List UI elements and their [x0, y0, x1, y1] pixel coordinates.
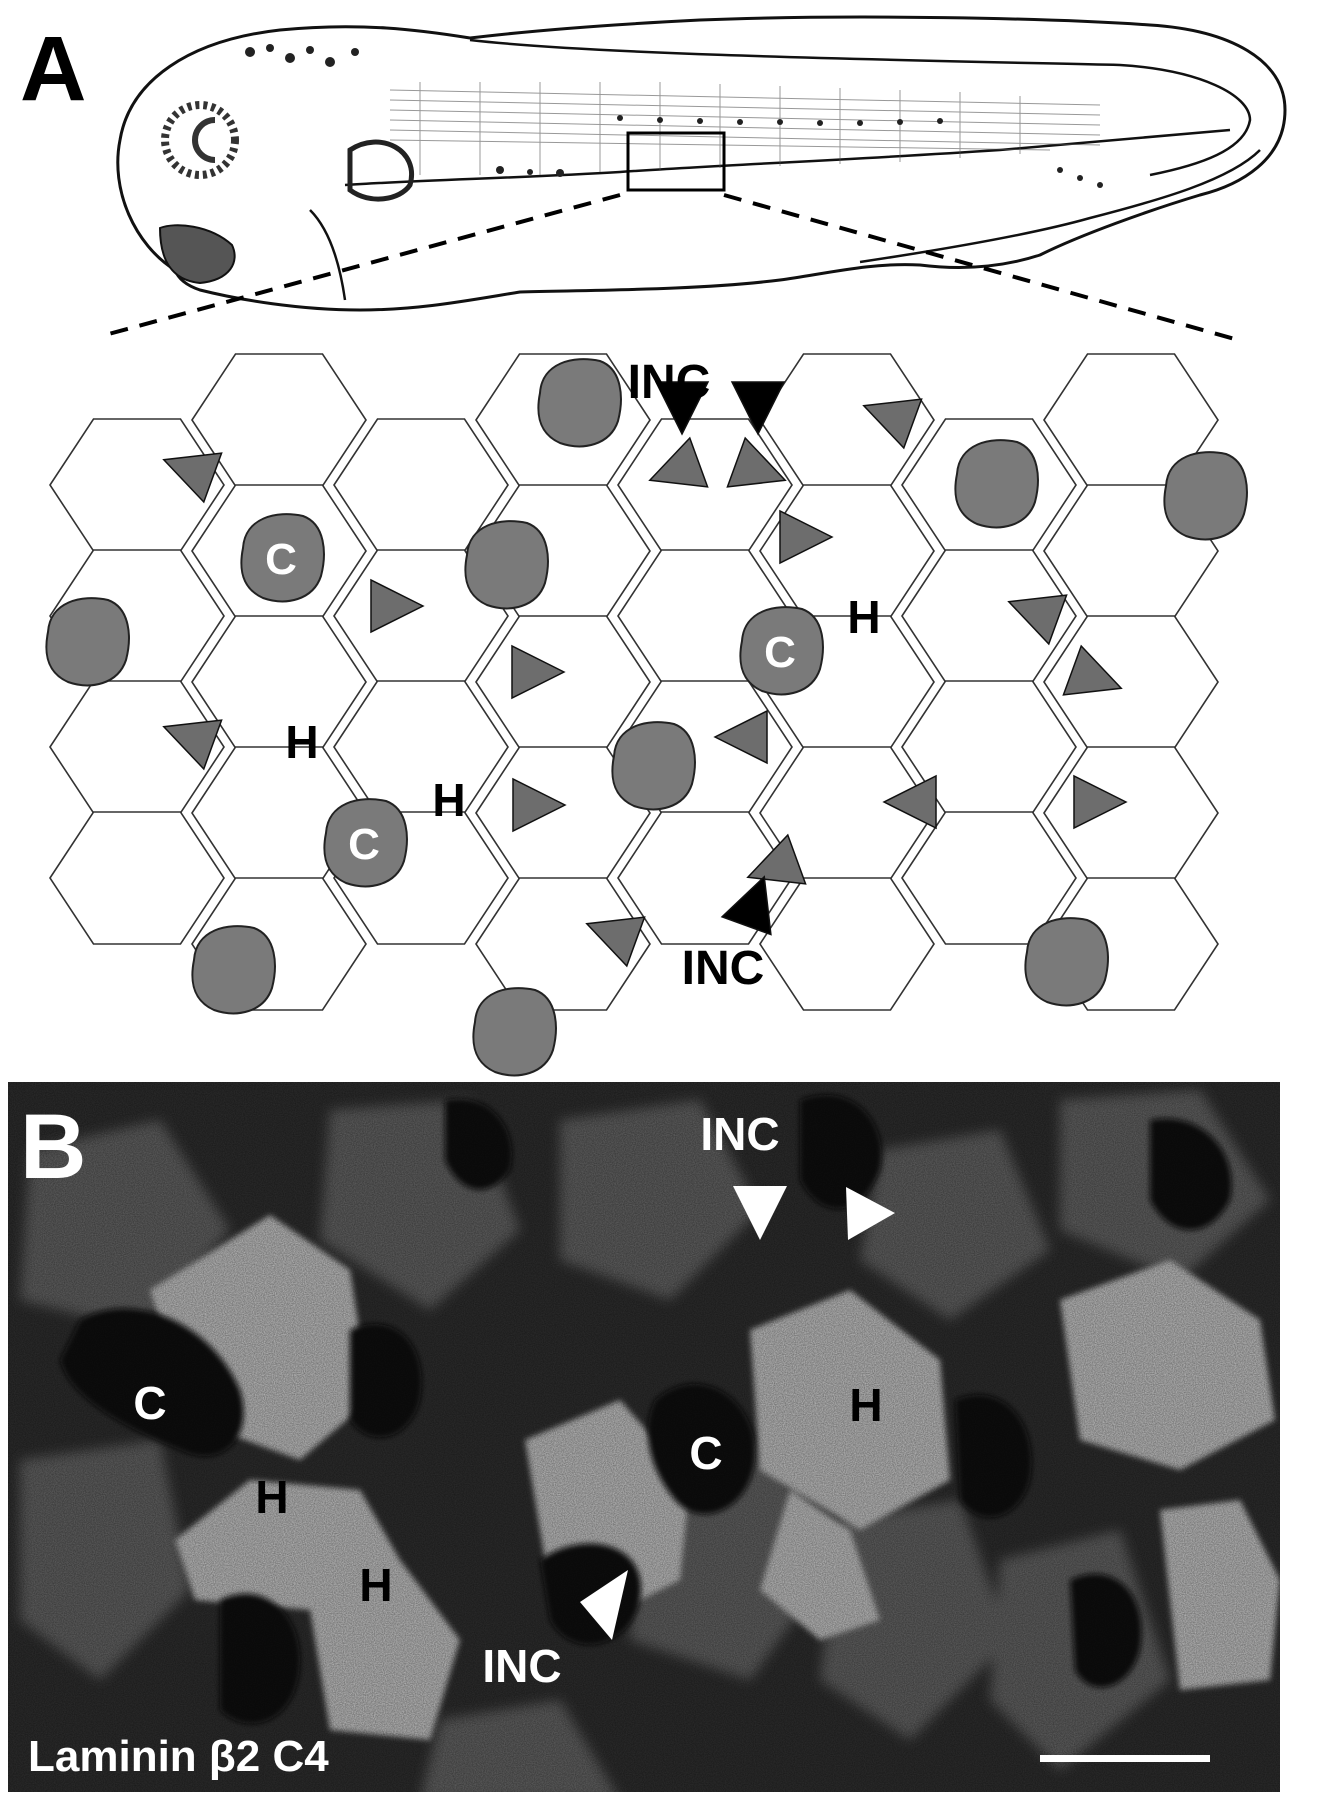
gray-arrowhead-icon [512, 777, 567, 833]
h-label-a1: H [847, 591, 880, 643]
scale-bar [1040, 1755, 1210, 1762]
gray-arrowhead-icon [585, 916, 646, 968]
tail-fin-lower [859, 149, 1261, 264]
gray-arrowhead-icon [370, 578, 425, 634]
ciliated-cell [611, 721, 696, 811]
c-label-a: C [265, 535, 297, 584]
gray-arrowhead-icon [1073, 774, 1128, 830]
black-arrowhead-icon [654, 381, 710, 436]
panel-b: B INC INC C C H H H Laminin β2 C4 [8, 1082, 1280, 1792]
gray-arrowhead-icon [713, 709, 768, 765]
gray-arrowhead-icon [1062, 644, 1123, 696]
c-label-b2: C [689, 1427, 722, 1479]
hexagon-cell [475, 615, 651, 749]
gray-arrowhead-icon [1007, 594, 1068, 646]
tail-fin-inner [469, 38, 1252, 177]
ciliated-cell [240, 513, 325, 603]
gray-arrowhead-icon [779, 509, 834, 565]
gut-line [309, 209, 347, 301]
tadpole-outline [116, 15, 1287, 312]
body-line [344, 128, 1231, 187]
gray-arrowhead-icon [162, 719, 223, 771]
tadpole-shading [389, 82, 1101, 175]
gray-arrowhead-icon [882, 774, 937, 830]
gray-arrowhead-icon [648, 436, 709, 488]
gray-arrowhead-icon [862, 398, 923, 450]
hexagon-cell [759, 877, 935, 1011]
ciliated-cell [323, 798, 408, 888]
hexagon-cell [1043, 746, 1219, 880]
zoom-box [626, 131, 726, 192]
ciliated-cell [954, 439, 1039, 529]
stain-label: Laminin β2 C4 [28, 1732, 329, 1781]
eye-icon [161, 101, 239, 179]
tadpole-pigment [245, 44, 1103, 188]
h-label-b2: H [255, 1471, 288, 1523]
hexagon-cell [333, 680, 509, 814]
black-arrowhead-icon [720, 875, 772, 936]
inc-label-top: INC [628, 356, 711, 409]
h-label-b1: H [849, 1379, 882, 1431]
ciliated-cell [1024, 917, 1109, 1007]
c-label-a: C [348, 820, 380, 869]
ciliated-cell [45, 597, 130, 687]
black-arrowhead-icon [730, 381, 786, 436]
h-label-a2: H [285, 716, 318, 768]
cell-layer: C C C [45, 358, 1248, 1077]
ciliated-cell [739, 606, 824, 696]
ciliated-cell [537, 358, 622, 448]
arrowhead-layer [162, 381, 1128, 968]
tadpole-drawing [116, 15, 1287, 312]
heart-outline [347, 139, 415, 202]
white-arrowhead-icon [733, 1186, 787, 1240]
hexagon-cell [901, 811, 1077, 945]
hexagon-cell [49, 811, 225, 945]
inc-label-bottom: INC [682, 942, 765, 995]
inc-label-b-top: INC [700, 1108, 779, 1160]
h-label-b3: H [359, 1559, 392, 1611]
ciliated-cell [191, 925, 276, 1015]
cement-gland [158, 224, 236, 285]
white-arrowhead-icon [580, 1570, 628, 1640]
micrograph-grain [8, 1082, 1280, 1792]
h-label-a3: H [432, 774, 465, 826]
panel-a: A [20, 15, 1287, 1077]
c-label-b1: C [133, 1377, 166, 1429]
gray-arrowhead-icon [162, 452, 223, 504]
panel-b-letter: B [20, 1096, 86, 1198]
ciliated-cell [1163, 451, 1248, 541]
ciliated-cell [464, 520, 549, 610]
hexagon-cell [191, 353, 367, 487]
gray-arrowhead-icon [746, 833, 807, 885]
white-arrowhead-icon [846, 1187, 895, 1240]
gray-arrowhead-icon [511, 644, 566, 700]
ciliated-cell [472, 987, 557, 1077]
hexagon-grid [49, 353, 1219, 1011]
inc-label-b-bottom: INC [482, 1640, 561, 1692]
gray-arrowhead-icon [726, 436, 787, 488]
c-label-a: C [764, 628, 796, 677]
panel-a-letter: A [20, 18, 86, 120]
